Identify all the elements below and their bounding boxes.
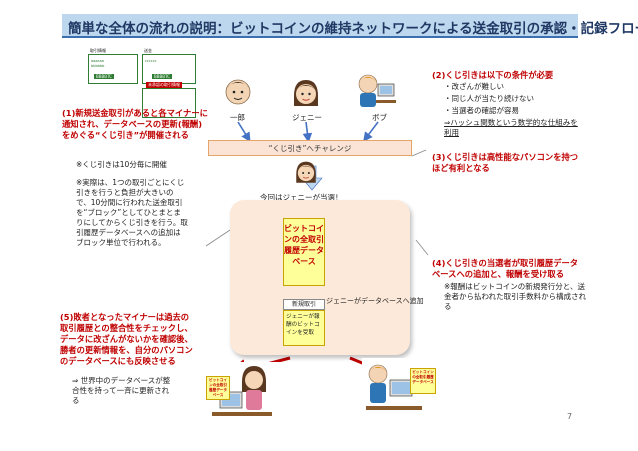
person-name: ボブ <box>372 113 387 122</box>
winner-jenny <box>294 160 318 190</box>
person-bob <box>356 72 398 116</box>
ledger-label: ビットコインの全取引履歴データベース <box>284 224 324 266</box>
woman-icon <box>296 161 316 183</box>
challenge-label: “くじ引き”へチャレンジ <box>268 144 352 153</box>
append-label: ジェニーがデータベースへ追加 <box>326 297 424 305</box>
slide-title: 簡単な全体の流れの説明：ビットコインの維持ネットワークによる送金取引の承認・記録… <box>68 21 638 37</box>
mini-block <box>142 88 196 118</box>
new-transaction-header: 新規取引 <box>283 299 325 310</box>
page-number: 7 <box>567 412 573 421</box>
lottery-challenge-bar: “くじ引き”へチャレンジ <box>208 140 412 156</box>
person-name: ジェニー <box>292 113 322 122</box>
title-bar: 簡単な全体の流れの説明：ビットコインの維持ネットワークによる送金取引の承認・記録… <box>62 14 638 38</box>
note-2-item: ・改ざんが難しい <box>444 82 504 91</box>
man-icon <box>225 79 251 105</box>
mini-tag: BBBBTC <box>152 74 172 79</box>
mini-head: 取引情報 <box>90 48 106 53</box>
note-3: (3)くじ引きは高性能なパソコンを持つほど有利となる <box>432 152 579 173</box>
note-2-item: ⇒ハッシュ関数という数学的な仕組みを利用 <box>444 118 578 137</box>
note-5: (5)敗者となったマイナーは過去の取引履歴との整合性をチェックし、データに改ざん… <box>60 312 193 366</box>
note-1-detail: ※実際は、1つの取引ごとにくじ引きを行うと負担が大きいので、10分間に行われた送… <box>76 178 188 247</box>
note-4: (4)くじ引きの当選者が取引履歴データベースへの追加と、報酬を受け取る <box>432 258 579 279</box>
winner-label: 今回はジェニーが当選！ <box>260 193 343 202</box>
mini-tag: BBBBTC <box>94 74 114 79</box>
note-1: (1)新規送金取引があると各マイナーに通知され、データベースの更新(報酬)をめぐ… <box>62 108 208 140</box>
person-ichiro <box>224 78 252 114</box>
person-name: 一郎 <box>230 113 245 122</box>
note-1-sub: ※くじ引きは10分毎に開催 <box>76 160 167 169</box>
note-2-item: ・同じ人が当たり続けない <box>444 94 534 103</box>
person-jenny <box>292 78 320 114</box>
new-transaction-body: ジェニーが報酬のビットコインを受取 <box>283 310 325 346</box>
pc-ledger-right: ビットコインの全取引履歴データベース <box>410 368 436 394</box>
note-2: (2)くじ引きは以下の条件が必要 <box>432 70 554 80</box>
mini-tag-unconfirmed: 未承認の取引情報 <box>146 82 182 88</box>
note-5-sub: ⇒ 世界中のデータベースが整合性を持って一斉に更新される <box>72 376 171 405</box>
man-at-computer-icon <box>358 74 396 107</box>
mini-line: aaaaaa <box>91 59 104 63</box>
mini-head: 送金 <box>144 48 152 53</box>
mini-line: bbbbbb <box>91 64 105 68</box>
pc-ledger-left: ビットコインの全取引履歴データベース <box>206 376 230 400</box>
woman-icon <box>294 80 318 106</box>
note-4-sub: ※報酬はビットコインの新規発行分と、送金者から払われた取引手数料から構成される <box>444 282 587 311</box>
mini-block <box>142 54 196 84</box>
ledger-database-box: ビットコインの全取引履歴データベース <box>283 218 325 286</box>
mini-line: cccccc <box>145 59 157 63</box>
mini-block <box>88 54 138 84</box>
note-2-item: ・当選者の確認が容易 <box>444 106 519 115</box>
mini-ledger-illustration: 取引情報 送金 aaaaaa bbbbbb cccccc BBBBTC BBBB… <box>88 48 198 124</box>
